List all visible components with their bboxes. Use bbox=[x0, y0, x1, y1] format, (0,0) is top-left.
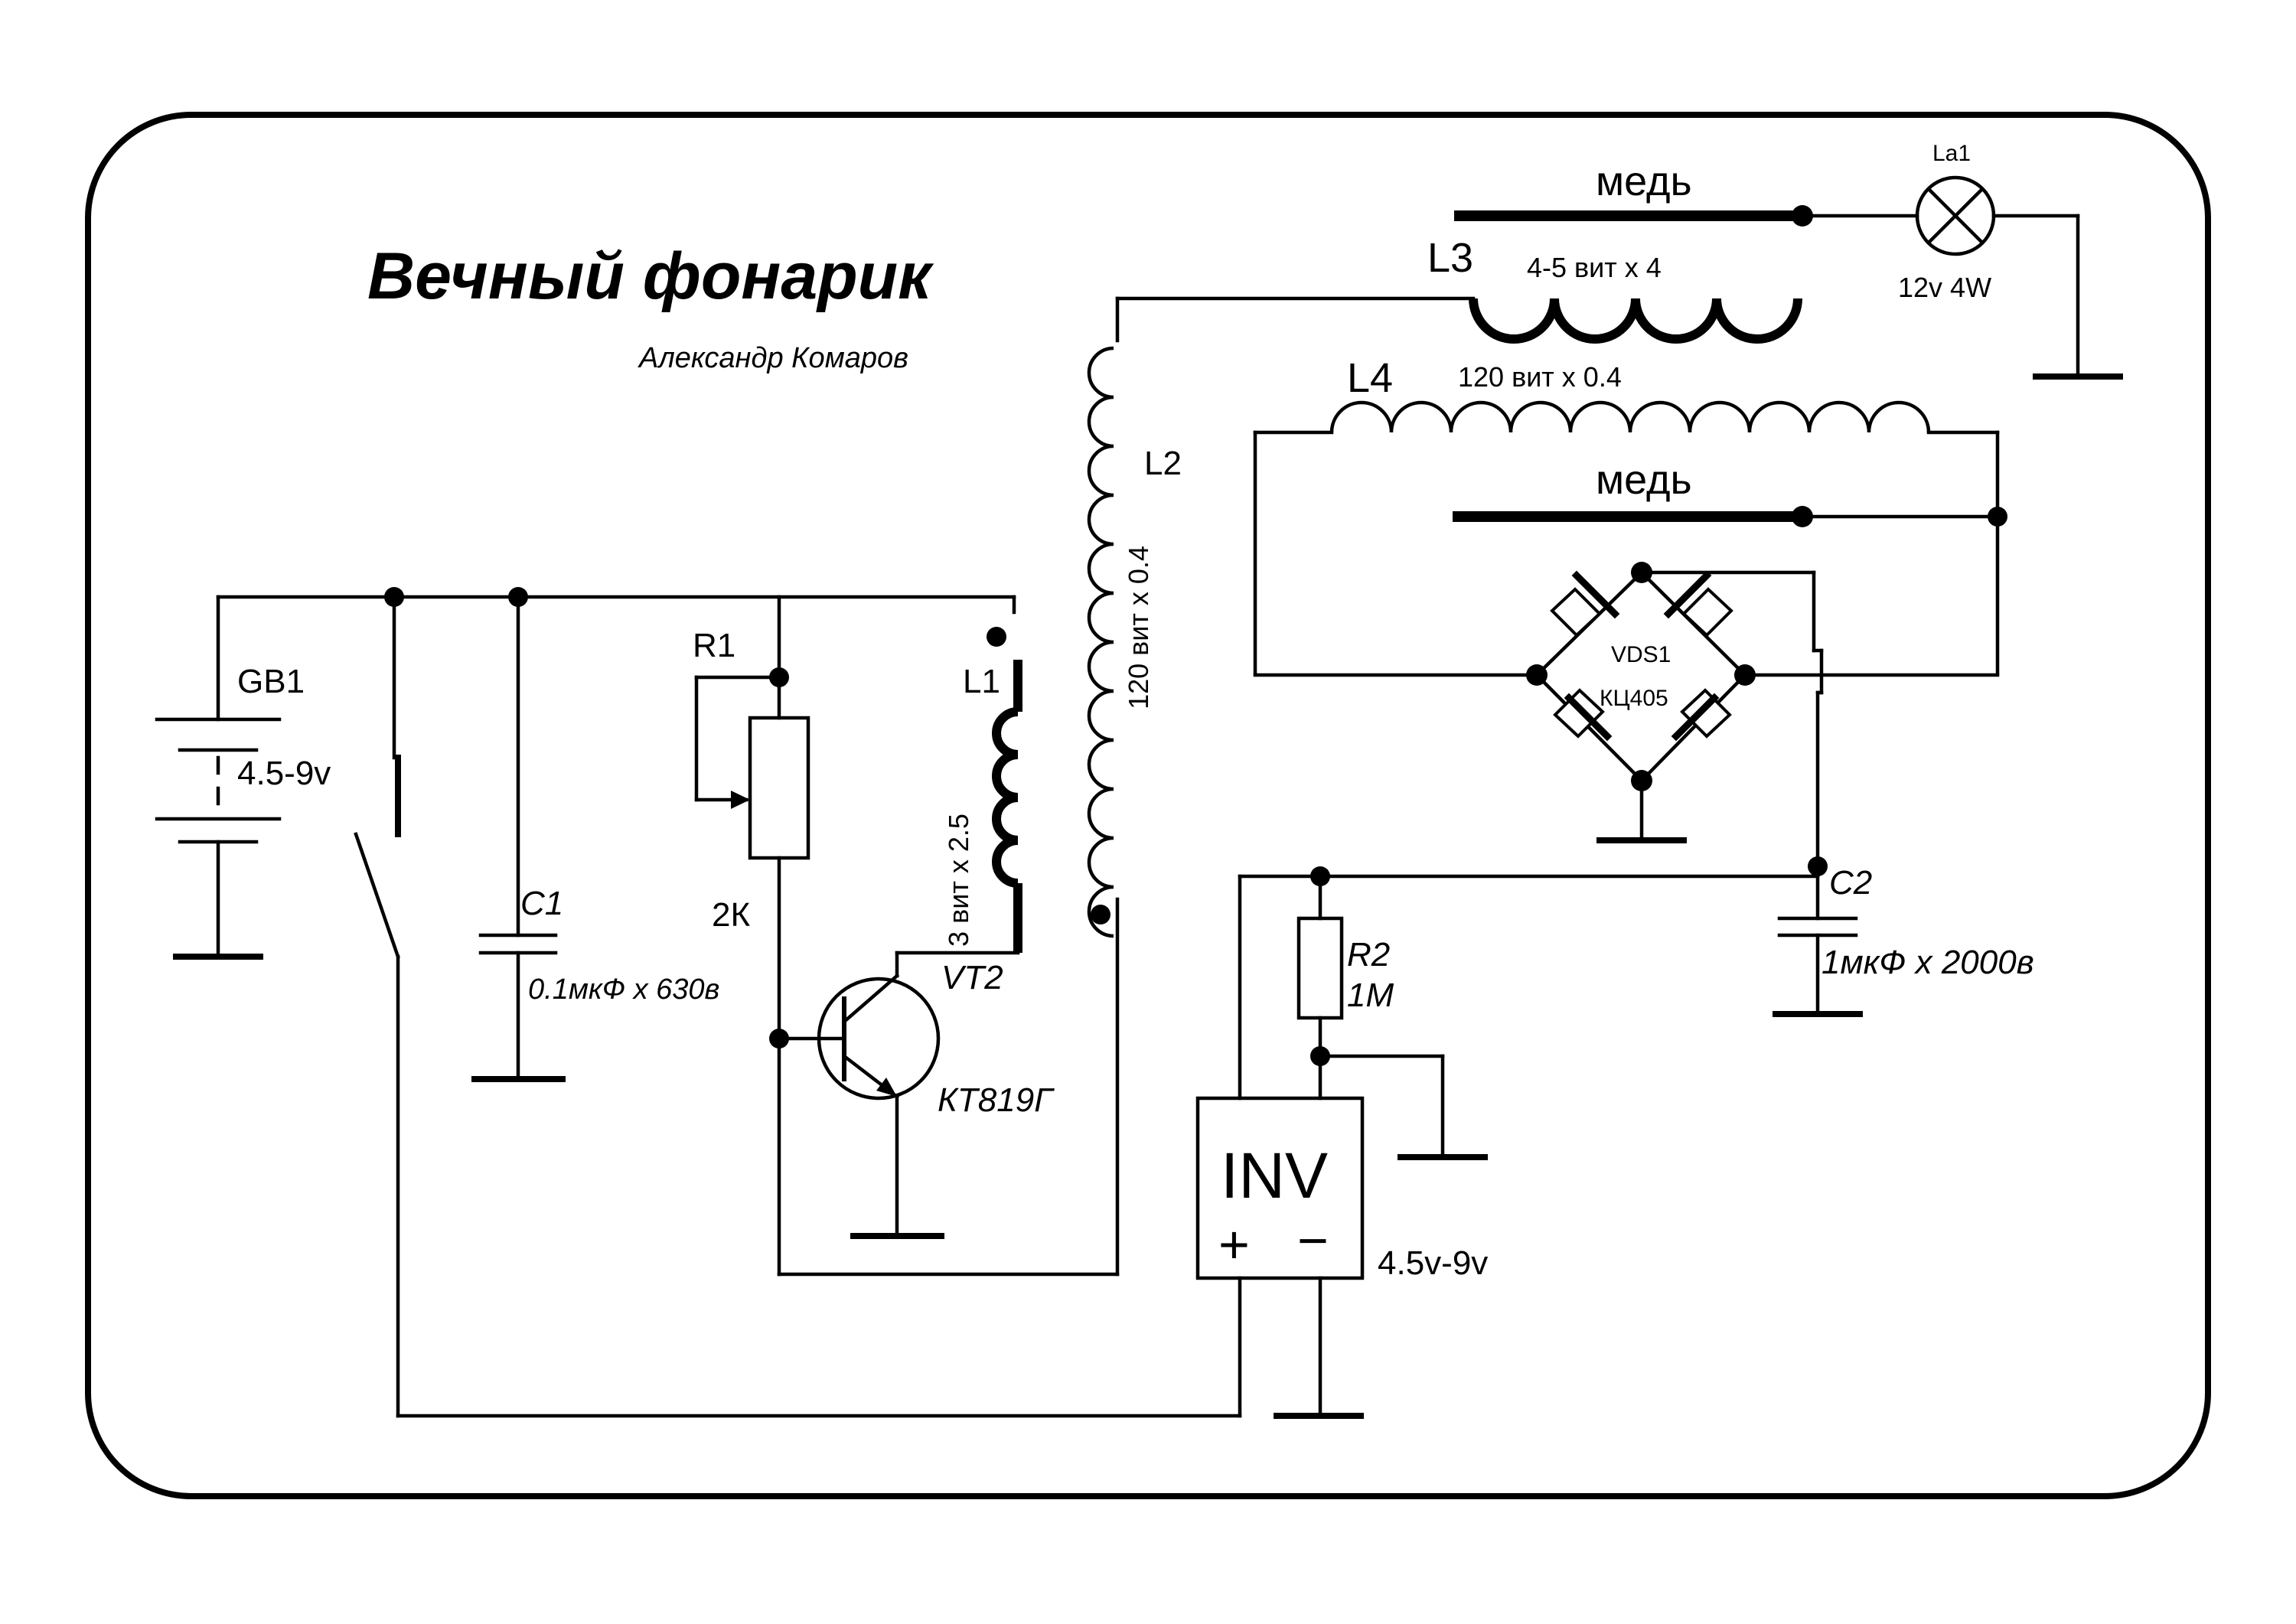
gb1-ref: GB1 bbox=[237, 663, 305, 700]
copper-mid-label: медь bbox=[1596, 457, 1692, 503]
inverter-inv: INV + − 4.5v-9v bbox=[1195, 874, 1488, 1419]
r2-ref: R2 bbox=[1347, 936, 1390, 973]
lamp-la1: La1 12v 4W bbox=[1800, 141, 2123, 380]
vds1-ref: VDS1 bbox=[1611, 642, 1671, 667]
frame-border bbox=[85, 112, 2211, 1499]
c1-ref: C1 bbox=[520, 885, 563, 922]
l3-ref: L3 bbox=[1427, 235, 1473, 281]
switch bbox=[354, 595, 1242, 1418]
copper-top-label: медь bbox=[1596, 158, 1692, 204]
gb1-value: 4.5-9v bbox=[237, 755, 331, 792]
inductor-l2: L2 120 вит x 0.4 bbox=[777, 296, 1476, 1277]
diode-bridge-vds1: VDS1 КЦ405 bbox=[1253, 562, 2000, 866]
transistor-vt2: VT2 КТ819Г bbox=[769, 951, 1055, 1239]
r1-value: 2К bbox=[712, 896, 750, 934]
inv-minus: − bbox=[1297, 1211, 1329, 1270]
capacitor-c2: C2 1мкФ x 2000в bbox=[1238, 856, 2034, 1017]
inv-plus: + bbox=[1218, 1215, 1250, 1274]
l4-spec: 120 вит x 0.4 bbox=[1458, 361, 1622, 393]
r2-value: 1М bbox=[1347, 977, 1394, 1014]
c1-value: 0.1мкФ x 630в bbox=[528, 973, 719, 1006]
la1-ref: La1 bbox=[1932, 141, 1971, 166]
copper-bar-mid: медь bbox=[1453, 457, 2007, 527]
r1-ref: R1 bbox=[693, 627, 735, 664]
battery-gb1: GB1 4.5-9v bbox=[155, 595, 331, 960]
inv-label: INV bbox=[1221, 1140, 1328, 1211]
diagram-title: Вечный фонарик bbox=[367, 240, 934, 313]
vt2-ref: VT2 bbox=[941, 959, 1003, 996]
vds1-value: КЦ405 bbox=[1600, 686, 1668, 711]
power-rail bbox=[216, 587, 1016, 607]
inv-voltage: 4.5v-9v bbox=[1378, 1244, 1488, 1282]
vt2-value: КТ819Г bbox=[938, 1081, 1055, 1119]
l2-spec: 120 вит x 0.4 bbox=[1123, 546, 1154, 709]
la1-value: 12v 4W bbox=[1898, 272, 1991, 303]
diagram-author: Александр Комаров bbox=[638, 342, 908, 374]
l2-ref: L2 bbox=[1144, 445, 1182, 482]
c2-ref: C2 bbox=[1829, 864, 1872, 902]
l1-ref: L1 bbox=[963, 663, 1000, 700]
l3-spec: 4-5 вит x 4 bbox=[1527, 252, 1662, 283]
resistor-r2: R2 1М bbox=[1296, 866, 1488, 1160]
l1-spec: 3 вит x 2.5 bbox=[943, 814, 974, 947]
c2-value: 1мкФ x 2000в bbox=[1821, 944, 2034, 981]
inductor-l1: L1 3 вит x 2.5 bbox=[943, 595, 1022, 953]
resistor-r1: R1 2К bbox=[693, 595, 810, 1277]
copper-bar-top: медь bbox=[1454, 158, 1813, 227]
l4-ref: L4 bbox=[1347, 355, 1393, 401]
inductor-l4: L4 120 вит x 0.4 bbox=[1253, 355, 2000, 676]
capacitor-c1: C1 0.1мкФ x 630в bbox=[471, 595, 719, 1082]
inductor-l3: L3 4-5 вит x 4 bbox=[1427, 235, 1802, 344]
